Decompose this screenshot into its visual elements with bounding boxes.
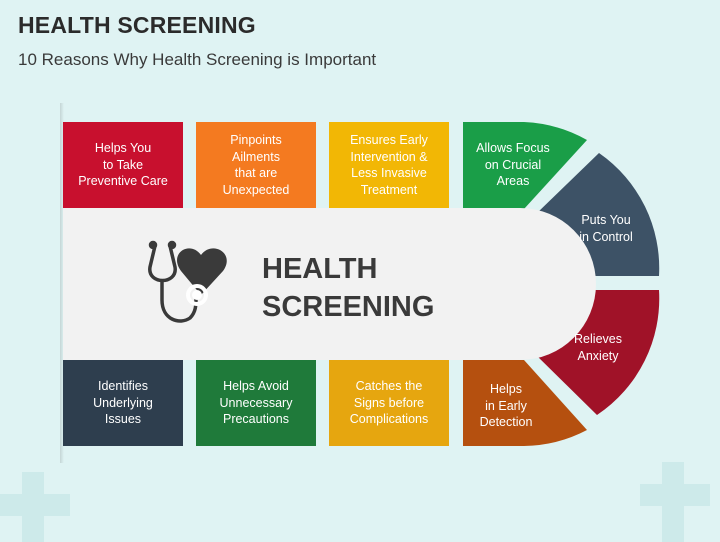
reason-box-3: Ensures Early Intervention & Less Invasi… [329, 122, 449, 208]
left-shadow [60, 103, 64, 463]
reason-label-5: Puts You in Control [579, 213, 633, 244]
page-subtitle: 10 Reasons Why Health Screening is Impor… [18, 50, 377, 69]
reason-label-4: Allows Focus on Crucial Areas [476, 141, 550, 188]
reason-box-8: Catches the Signs before Complications [329, 360, 449, 446]
stethoscope-heart-icon [148, 240, 227, 323]
reason-segment-5 [536, 153, 660, 276]
reason-segment-7 [463, 360, 587, 446]
reason-box-9: Helps Avoid Unnecessary Precautions [196, 360, 316, 446]
reason-segment-6 [534, 290, 660, 415]
background-cross-left [0, 472, 70, 542]
reason-segment-4 [463, 122, 587, 209]
reason-box-10: Identifies Underlying Issues [63, 360, 183, 446]
background-cross-right [640, 462, 710, 542]
center-band [63, 208, 596, 360]
reason-label-7: Helps in Early Detection [479, 382, 533, 429]
reason-label-6: Relieves Anxiety [574, 332, 622, 363]
reason-box-1: Helps You to Take Preventive Care [63, 122, 183, 208]
page-title: HEALTH SCREENING [18, 12, 256, 38]
center-title: HEALTH SCREENING [262, 253, 435, 323]
reason-box-2: Pinpoints Ailments that are Unexpected [196, 122, 316, 208]
